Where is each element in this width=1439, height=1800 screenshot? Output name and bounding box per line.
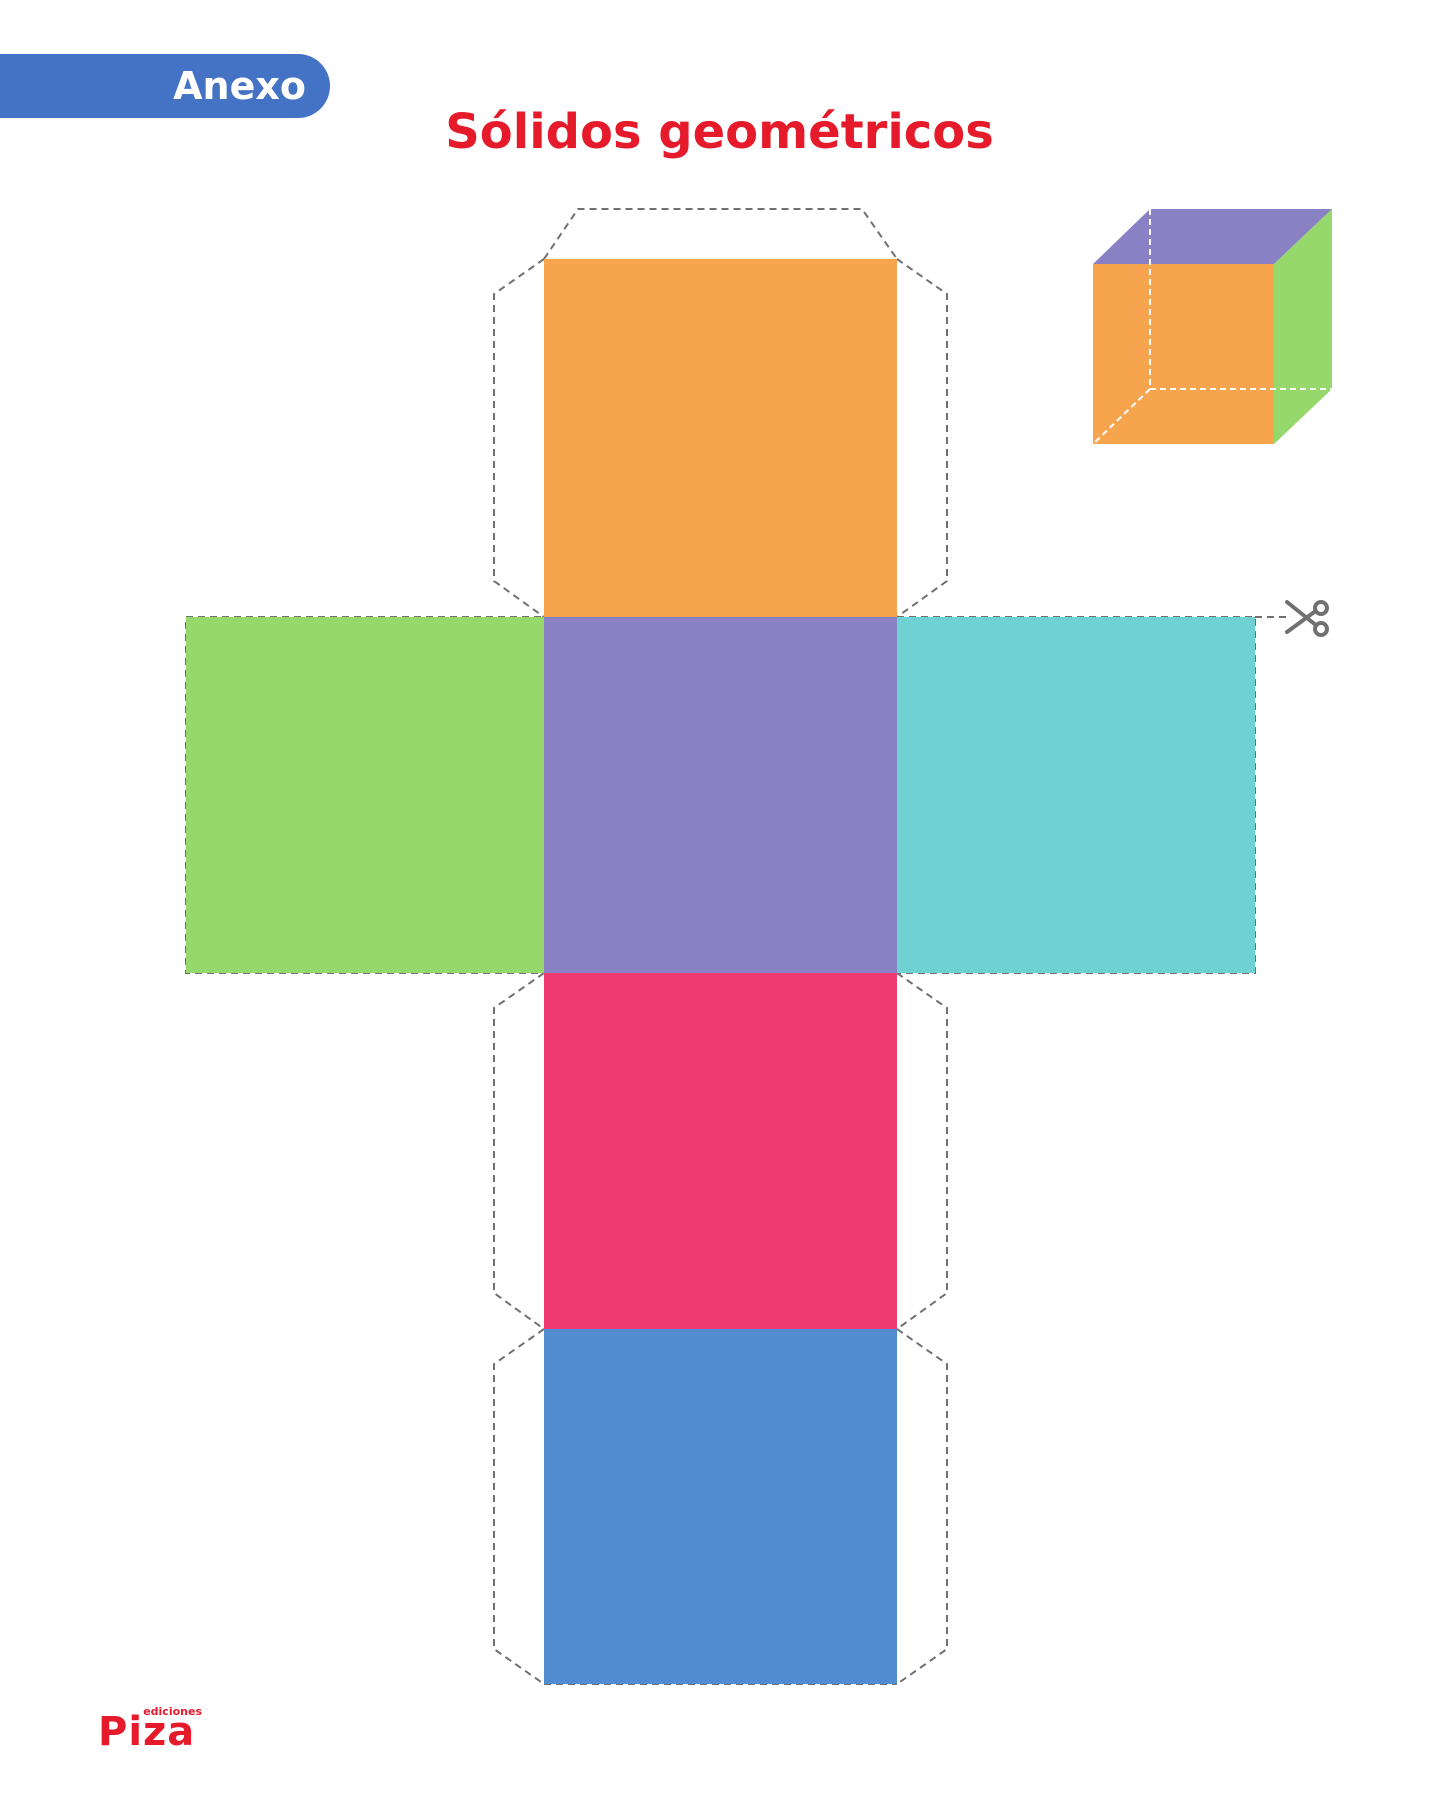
bottom-left-flap bbox=[493, 972, 545, 1330]
logo-name: Piza bbox=[98, 1709, 196, 1755]
cube-top-face bbox=[1093, 209, 1332, 264]
publisher-logo: ediciones Piza bbox=[98, 1705, 208, 1755]
scissors-icon bbox=[1285, 600, 1329, 637]
net-face-back bbox=[544, 1329, 897, 1684]
logo-subtitle: ediciones bbox=[143, 1705, 202, 1718]
anexo-label: Anexo bbox=[173, 64, 306, 108]
cube-hidden-edges bbox=[1092, 209, 1332, 445]
top-flap bbox=[543, 208, 898, 260]
top-left-flap bbox=[493, 258, 545, 618]
page-title: Sólidos geométricos bbox=[445, 104, 994, 160]
anexo-tab: Anexo bbox=[0, 54, 330, 118]
net-face-bottom bbox=[544, 973, 897, 1329]
back-right-flap bbox=[896, 1328, 948, 1685]
net-face-center bbox=[544, 617, 897, 973]
net-face-top bbox=[544, 259, 897, 617]
top-right-flap bbox=[896, 258, 948, 618]
cube-illustration bbox=[1092, 209, 1332, 445]
net-face-right bbox=[897, 617, 1255, 973]
bottom-right-flap bbox=[896, 972, 948, 1330]
back-left-flap bbox=[493, 1328, 545, 1685]
cube-side-face bbox=[1274, 209, 1332, 444]
cube-front-face bbox=[1093, 264, 1274, 444]
net-face-left bbox=[186, 617, 544, 973]
